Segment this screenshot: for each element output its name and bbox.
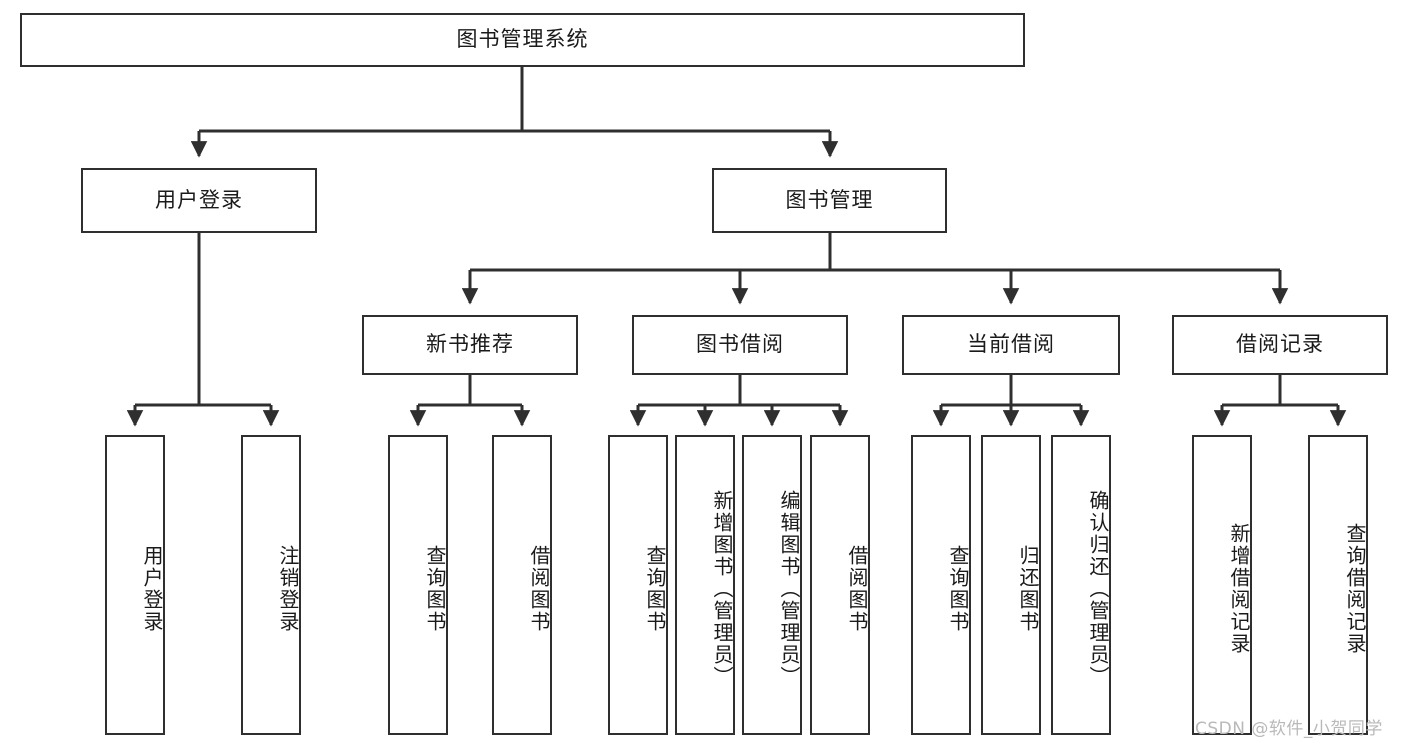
node-label: 确认归还（管理员） [1086, 490, 1110, 688]
node-label: 新增借阅记录 [1227, 523, 1251, 655]
node-label: 新增图书（管理员） [710, 490, 734, 688]
node-label: 新书推荐 [426, 332, 514, 357]
node-label: 注销登录 [276, 545, 300, 633]
node-label: 借阅图书 [845, 545, 869, 633]
node-label: 查询图书 [643, 545, 667, 633]
node-label: 编辑图书（管理员） [777, 490, 801, 688]
node-label: 借阅图书 [527, 545, 551, 633]
node-user-login[interactable]: 用户登录 [81, 168, 317, 233]
node-root-system[interactable]: 图书管理系统 [20, 13, 1025, 67]
node-label: 查询借阅记录 [1343, 523, 1367, 655]
leaf-current-return-book[interactable]: 归还图书 [981, 435, 1041, 735]
leaf-borrow-edit-book-admin[interactable]: 编辑图书（管理员） [742, 435, 802, 735]
leaf-user-login-login[interactable]: 用户登录 [105, 435, 165, 735]
node-label: 图书借阅 [696, 332, 784, 357]
node-label: 图书管理系统 [456, 27, 589, 52]
node-borrow-record[interactable]: 借阅记录 [1172, 315, 1388, 375]
node-label: 图书管理 [785, 187, 874, 212]
node-label: 归还图书 [1016, 545, 1040, 633]
node-label: 借阅记录 [1236, 332, 1324, 357]
node-current-borrow[interactable]: 当前借阅 [902, 315, 1120, 375]
leaf-recommend-borrow-book[interactable]: 借阅图书 [492, 435, 552, 735]
leaf-user-login-logout[interactable]: 注销登录 [241, 435, 301, 735]
leaf-record-query-record[interactable]: 查询借阅记录 [1308, 435, 1368, 735]
node-label: 用户登录 [155, 187, 243, 212]
leaf-record-add-record[interactable]: 新增借阅记录 [1192, 435, 1252, 735]
node-label: 用户登录 [140, 545, 164, 633]
csdn-watermark: CSDN @软件_小贺同学 [1195, 719, 1383, 739]
leaf-borrow-borrow-book[interactable]: 借阅图书 [810, 435, 870, 735]
node-book-management[interactable]: 图书管理 [712, 168, 947, 233]
node-new-book-recommend[interactable]: 新书推荐 [362, 315, 578, 375]
node-book-borrow[interactable]: 图书借阅 [632, 315, 848, 375]
leaf-current-confirm-return-admin[interactable]: 确认归还（管理员） [1051, 435, 1111, 735]
node-label: 查询图书 [946, 545, 970, 633]
leaf-borrow-query-book[interactable]: 查询图书 [608, 435, 668, 735]
leaf-borrow-add-book-admin[interactable]: 新增图书（管理员） [675, 435, 735, 735]
node-label: 查询图书 [423, 545, 447, 633]
leaf-current-query-book[interactable]: 查询图书 [911, 435, 971, 735]
leaf-recommend-query-book[interactable]: 查询图书 [388, 435, 448, 735]
node-label: 当前借阅 [967, 332, 1055, 357]
